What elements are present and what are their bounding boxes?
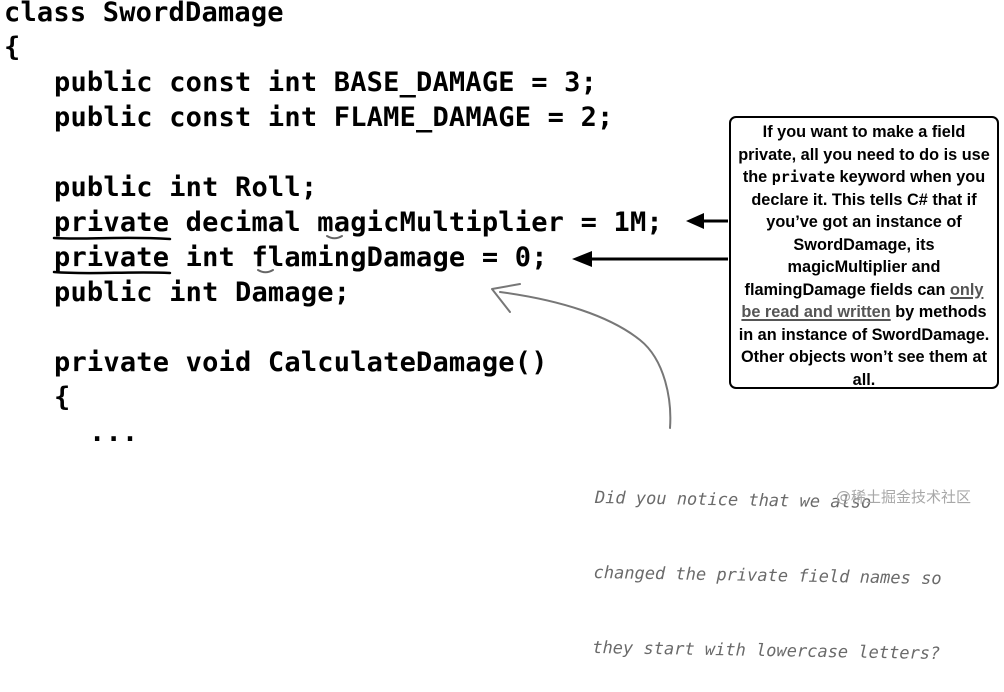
code-line-method-open-brace: { [54, 382, 71, 413]
private-underline-2 [52, 270, 172, 275]
callout-text-part3: by methods in an instance of SwordDamage… [738, 303, 990, 389]
code-line-damage: public int Damage; [54, 277, 351, 308]
note-pointer-arrow [499, 291, 672, 429]
private-underline-1 [52, 236, 172, 241]
code-line-class-declaration: class SwordDamage [4, 0, 284, 28]
note-pointer-arrowhead [491, 283, 521, 313]
code-line-magic-multiplier: private decimal magicMultiplier = 1M; [54, 207, 663, 238]
lowercase-f-tick [257, 269, 274, 274]
watermark: @稀土掘金技术社区 [836, 488, 972, 506]
note-line-2: changed the private field names so [593, 562, 942, 590]
callout-keyword-private: private [771, 168, 835, 186]
note-line-3: they start with lowercase letters? [592, 637, 941, 665]
lowercase-m-tick [326, 235, 343, 240]
callout-text-part2: keyword when you declare it. This tells … [744, 168, 986, 299]
handwritten-note: Did you notice that we also changed the … [592, 436, 944, 692]
callout-arrowhead-1 [686, 213, 704, 229]
code-line-calculate-damage: private void CalculateDamage() [54, 347, 548, 378]
callout-emphasis: only be read and written [741, 280, 984, 322]
callout-text-part1: If you want to make a field private, all… [738, 123, 990, 186]
code-line-flame-damage: public const int FLAME_DAMAGE = 2; [54, 102, 614, 133]
private-keyword-callout: If you want to make a field private, all… [729, 116, 999, 389]
code-line-ellipsis: ... [89, 417, 139, 448]
callout-arrowhead-2 [572, 251, 592, 267]
code-line-open-brace: { [4, 32, 21, 63]
code-line-flaming-damage: private int flamingDamage = 0; [54, 242, 548, 273]
code-line-base-damage: public const int BASE_DAMAGE = 3; [54, 67, 598, 98]
annotation-marks [52, 213, 728, 429]
code-line-roll: public int Roll; [54, 172, 318, 203]
